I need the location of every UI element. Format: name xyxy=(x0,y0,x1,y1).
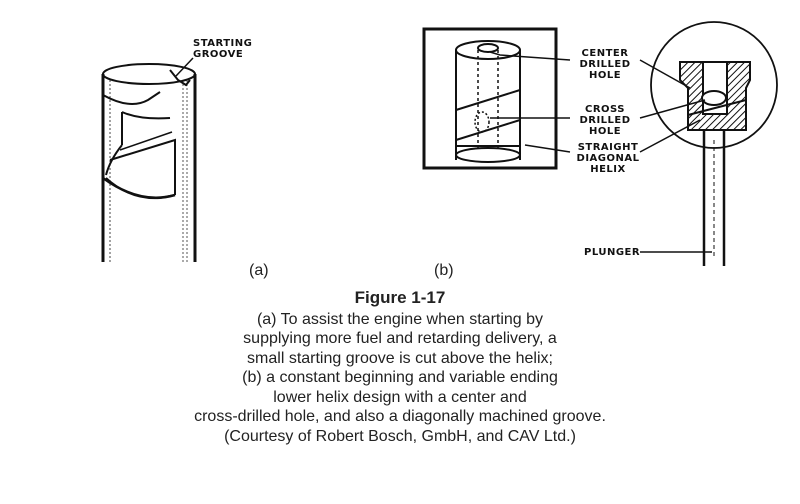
label-line: DRILLED xyxy=(579,59,631,70)
subfigure-a-label: (a) xyxy=(249,262,269,279)
figure-illustration xyxy=(101,21,778,266)
label-line: HOLE xyxy=(588,70,622,81)
plunger-a-drawing xyxy=(101,63,197,262)
caption-line: cross-drilled hole, and also a diagonall… xyxy=(194,408,606,425)
figure-title: Figure 1-17 xyxy=(354,288,446,307)
plunger-b-inset-drawing xyxy=(422,27,558,170)
label-line: CENTER xyxy=(581,48,629,59)
cross-drilled-hole-label: CROSS DRILLED HOLE xyxy=(572,104,638,137)
label-line: HOLE xyxy=(588,126,622,137)
label-line: DIAGONAL xyxy=(576,153,640,164)
starting-groove-label: STARTING GROOVE xyxy=(193,38,252,60)
figure-caption: Figure 1-17 (a) To assist the engine whe… xyxy=(0,288,800,446)
straight-diagonal-helix-label: STRAIGHT DIAGONAL HELIX xyxy=(572,142,644,175)
leader-lines xyxy=(489,51,712,253)
caption-line: (Courtesy of Robert Bosch, GmbH, and CAV… xyxy=(224,427,576,445)
subfigure-b-label: (b) xyxy=(434,262,454,279)
label-line: GROOVE xyxy=(193,49,244,60)
label-line: DRILLED xyxy=(579,115,631,126)
center-drilled-hole-label: CENTER DRILLED HOLE xyxy=(572,48,638,81)
caption-line: small starting groove is cut above the h… xyxy=(247,349,553,367)
label-line: STRAIGHT xyxy=(577,142,639,153)
plunger-label: PLUNGER xyxy=(584,247,641,258)
label-line: STARTING xyxy=(193,38,253,49)
label-line: HELIX xyxy=(590,164,626,175)
caption-line: (b) a constant beginning and variable en… xyxy=(242,369,558,386)
caption-line: lower helix design with a center and xyxy=(273,388,527,406)
label-line: CROSS xyxy=(585,104,625,115)
caption-line: supplying more fuel and retarding delive… xyxy=(243,330,557,347)
caption-line: (a) To assist the engine when starting b… xyxy=(256,310,544,328)
plunger-b-detail-drawing xyxy=(650,21,778,266)
